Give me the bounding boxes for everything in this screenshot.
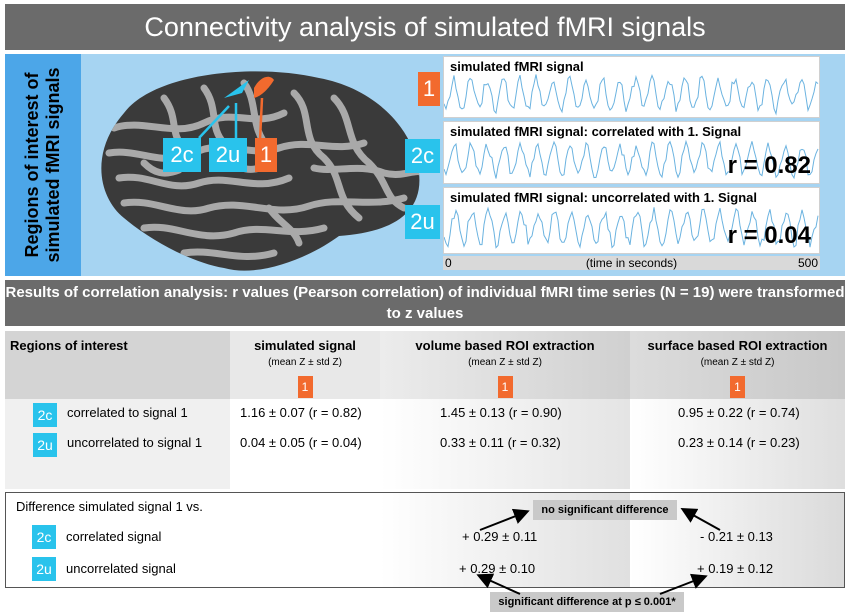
diff-vol-2u: + 0.29 ± 0.10: [459, 561, 536, 576]
diff-label-2c: correlated signal: [66, 529, 162, 544]
no-significant-difference-label: no significant difference: [533, 500, 677, 520]
diff-title: Difference simulated signal 1 vs.: [16, 499, 203, 514]
col-vol-badge: 1: [497, 376, 513, 398]
row-label-2u: uncorrelated to signal 1: [67, 435, 203, 450]
row-tag-2c: 2c: [33, 403, 57, 427]
diff-tag-2c: 2c: [32, 525, 56, 549]
diff-surf-2c: - 0.21 ± 0.13: [700, 529, 773, 544]
signal-label-1: simulated fMRI signal: [450, 59, 584, 74]
signal-tag-2u: 2u: [405, 205, 440, 239]
signal-box-2c: simulated fMRI signal: correlated with 1…: [443, 121, 820, 184]
time-axis: 0 (time in seconds) 500: [443, 256, 820, 270]
diff-surf-2u: + 0.19 ± 0.12: [697, 561, 774, 576]
time-axis-label: (time in seconds): [585, 256, 678, 270]
signal-tag-2c: 2c: [405, 139, 440, 173]
col-vol-title: volume based ROI extraction: [415, 338, 595, 353]
col-sim-sub: (mean Z ± std Z): [268, 357, 342, 368]
row-surf-2u: 0.23 ± 0.14 (r = 0.23): [678, 435, 800, 450]
diff-tag-2u: 2u: [32, 557, 56, 581]
col-vol-sub: (mean Z ± std Z): [468, 357, 542, 368]
roi-side-panel: Regions of interest of simulated fMRI si…: [5, 54, 81, 276]
diff-vol-2c: + 0.29 ± 0.11: [462, 529, 538, 544]
signal-tag-1: 1: [418, 72, 440, 106]
arrow-from-sig-right: [659, 573, 708, 595]
arrow-to-no-sig-left: [479, 508, 530, 531]
roi-tag-1: 1: [255, 138, 277, 172]
time-axis-start: 0: [445, 256, 452, 270]
row-vol-2c: 1.45 ± 0.13 (r = 0.90): [440, 405, 562, 420]
arrow-from-sig-left: [476, 573, 521, 595]
signal-box-1: simulated fMRI signal: [443, 56, 820, 118]
col-sim-title: simulated signal: [254, 338, 356, 353]
roi-tag-2c: 2c: [163, 138, 201, 172]
page-title: Connectivity analysis of simulated fMRI …: [5, 4, 845, 50]
diff-label-2u: uncorrelated signal: [66, 561, 176, 576]
row-tag-2u: 2u: [33, 433, 57, 457]
col-surf-title: surface based ROI extraction: [647, 338, 828, 353]
vol-column-bg: [380, 399, 630, 489]
r-value-2u: r = 0.04: [727, 222, 811, 249]
row-vol-2u: 0.33 ± 0.11 (r = 0.32): [440, 435, 561, 450]
signal-box-2u: simulated fMRI signal: uncorrelated with…: [443, 187, 820, 254]
signal-trace-2u: [444, 206, 819, 249]
results-title: Results of correlation analysis: r value…: [5, 280, 845, 326]
col-sim-header: simulated signal (mean Z ± std Z) 1: [230, 338, 380, 398]
significant-difference-label: significant difference at p ≤ 0.001*: [490, 592, 684, 612]
row-sim-2c: 1.16 ± 0.07 (r = 0.82): [240, 405, 362, 420]
roi-tag-2u: 2u: [209, 138, 247, 172]
row-label-2c: correlated to signal 1: [67, 405, 188, 420]
signal-trace-2c: [444, 139, 819, 180]
time-axis-end: 500: [797, 256, 818, 270]
r-value-2c: r = 0.82: [727, 152, 811, 179]
signal-label-2u: simulated fMRI signal: uncorrelated with…: [450, 190, 757, 205]
col-surf-badge: 1: [730, 376, 745, 398]
arrow-to-no-sig-right: [680, 508, 721, 531]
col-surf-sub: (mean Z ± std Z): [700, 357, 775, 368]
signal-label-2c: simulated fMRI signal: correlated with 1…: [450, 124, 742, 139]
col-vol-header: volume based ROI extraction (mean Z ± st…: [380, 338, 630, 398]
col-roi-title: Regions of interest: [10, 338, 128, 353]
col-sim-badge: 1: [297, 376, 313, 398]
col-surf-header: surface based ROI extraction (mean Z ± s…: [630, 338, 845, 398]
row-sim-2u: 0.04 ± 0.05 (r = 0.04): [240, 435, 362, 450]
header-cell-roi: [5, 331, 230, 399]
signal-trace-1: [444, 74, 819, 116]
surf-column-bg: [630, 399, 845, 489]
row-surf-2c: 0.95 ± 0.22 (r = 0.74): [678, 405, 800, 420]
